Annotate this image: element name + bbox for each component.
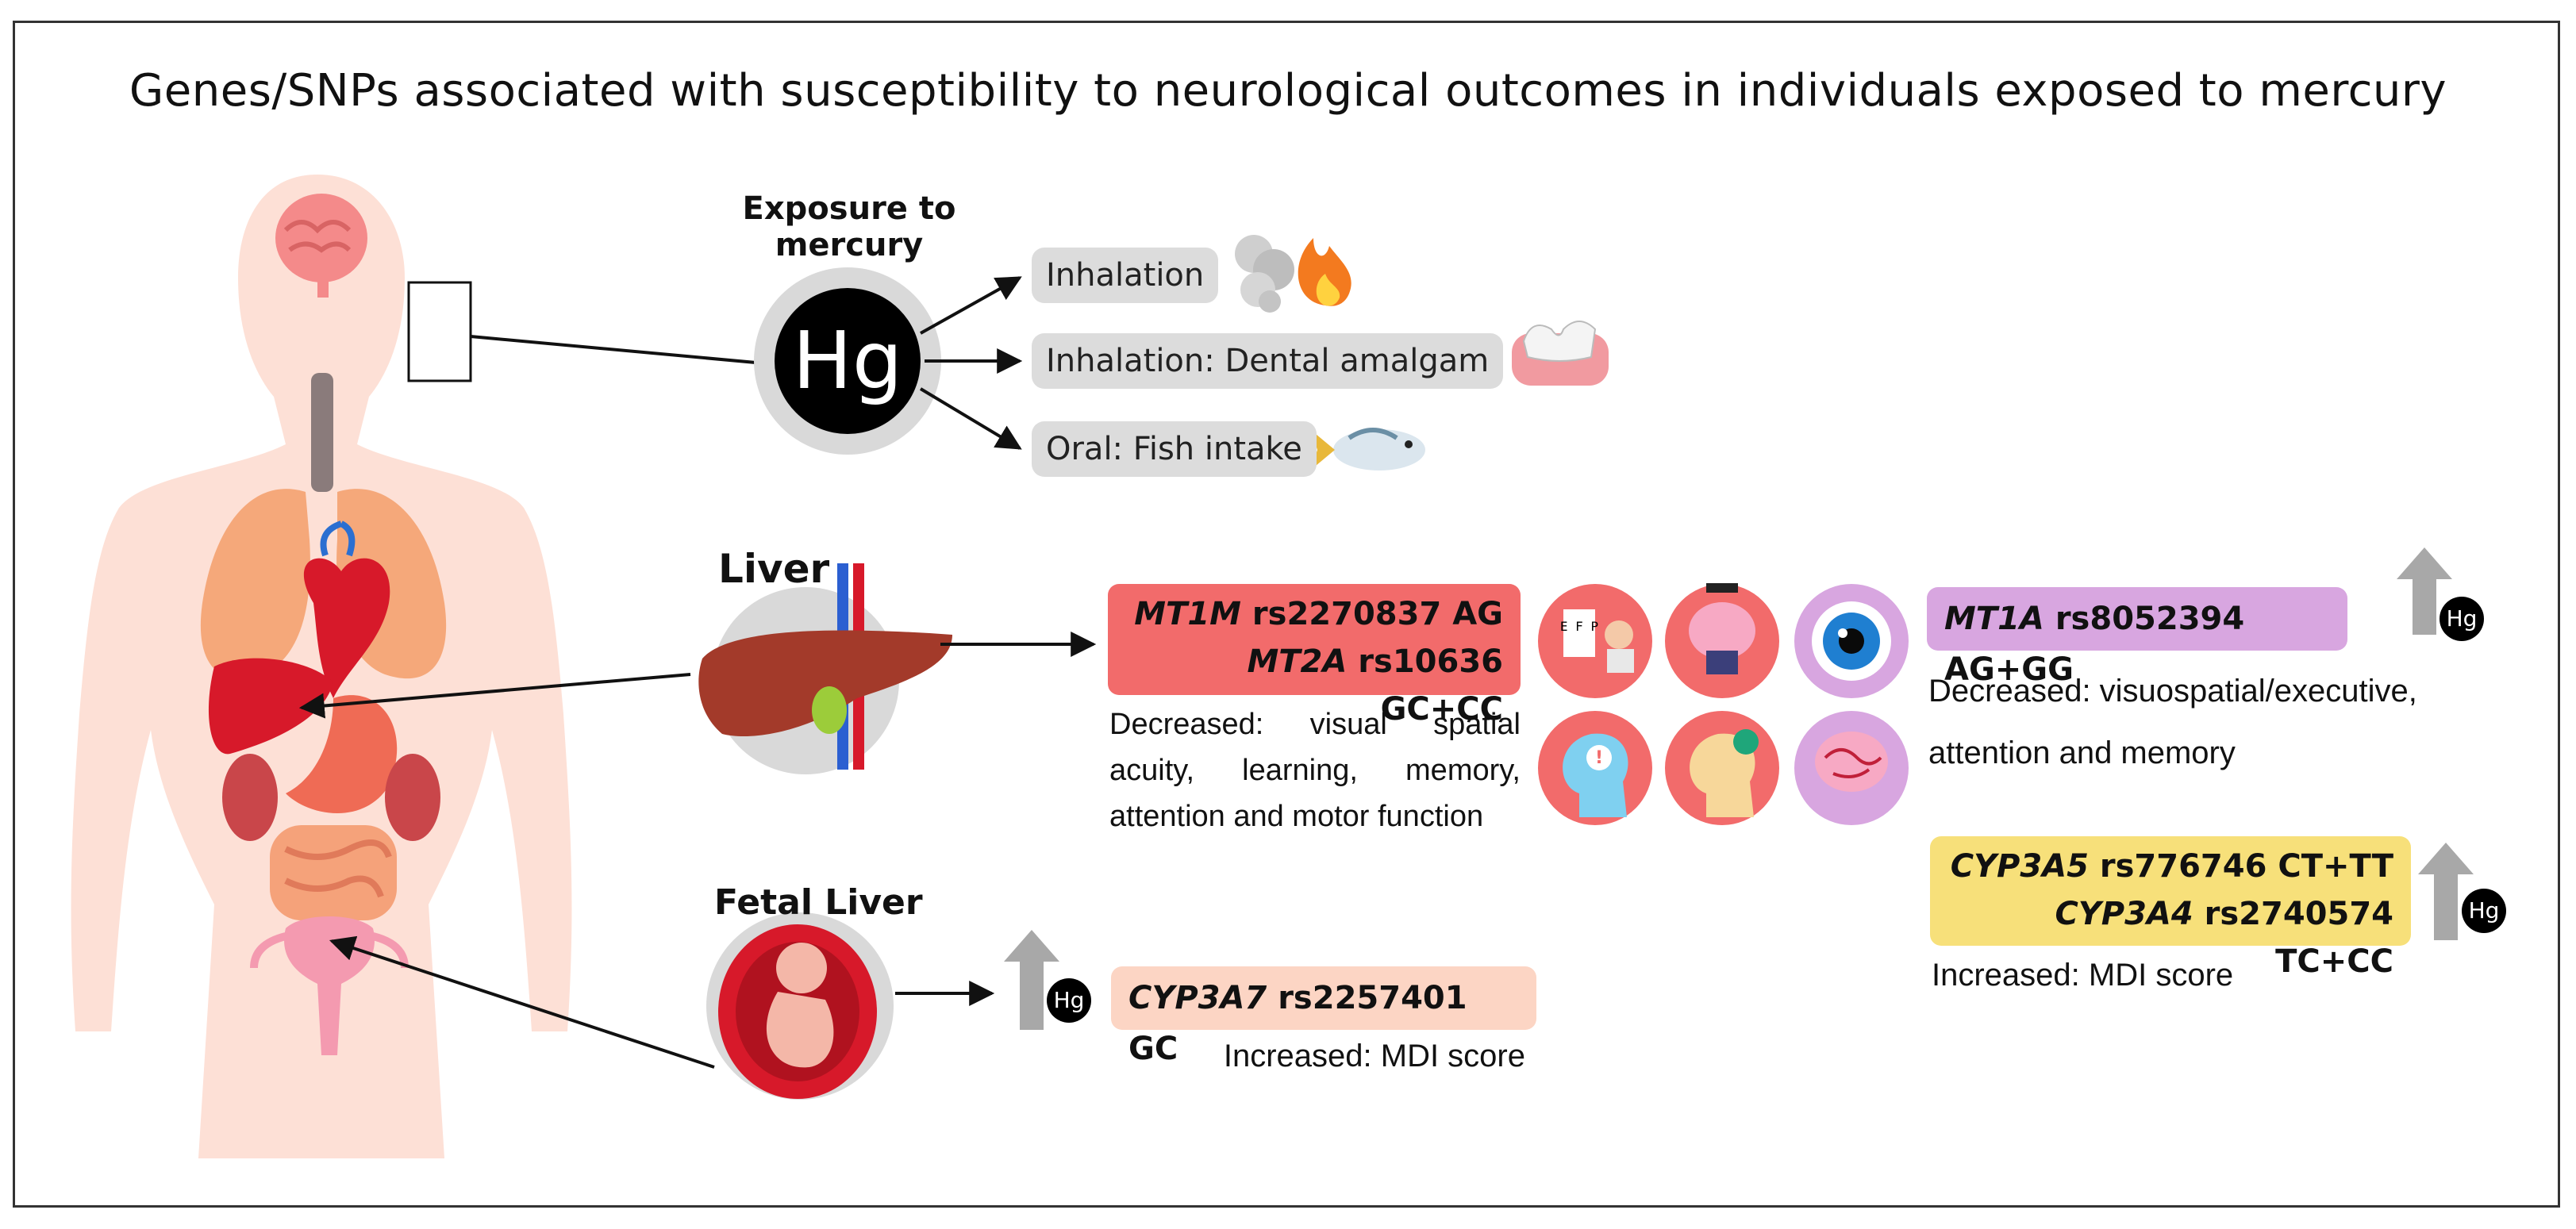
- smoke-icon: [1235, 235, 1294, 313]
- body-liver-icon: [208, 658, 333, 755]
- arrow-to-inhalation: [920, 276, 1022, 335]
- exposure-heading: Exposure to mercury: [742, 190, 956, 263]
- heart-icon: [303, 520, 390, 698]
- snp-mt2a: rs10636 GC+CC: [1358, 643, 1503, 728]
- route-dental-amalgam: Inhalation: Dental amalgam: [1032, 333, 1504, 389]
- svg-text:!: !: [1595, 748, 1603, 768]
- gene-cyp3a7: CYP3A7: [1128, 980, 1267, 1016]
- eye-icon: [1794, 584, 1909, 698]
- connector-line: [470, 335, 782, 367]
- gene-mt2a: MT2A: [1247, 643, 1348, 680]
- snp-mt1a: rs8052394 AG+GG: [1944, 601, 2245, 688]
- eye-exam-icon: E F P: [1538, 584, 1652, 698]
- snp-cyp3a7: rs2257401 GC: [1128, 980, 1467, 1067]
- up-arrow-mt1a: [2397, 547, 2484, 641]
- outcome-cyp3a5-cyp3a4: Increased: MDI score: [1932, 958, 2234, 993]
- liver-label: Liver: [718, 546, 830, 592]
- stomach-icon: [286, 695, 398, 813]
- route-fish-intake: Oral: Fish intake: [1032, 421, 1317, 477]
- gene-box-cyp3a7: CYP3A7 rs2257401 GC: [1111, 966, 1536, 1067]
- kidney-left-icon: [222, 754, 278, 841]
- trachea-icon: [311, 373, 333, 492]
- intestines-icon: [270, 825, 397, 920]
- fetal-liver-label: Fetal Liver: [714, 882, 923, 923]
- outcome-cyp3a7: Increased: MDI score: [1223, 1039, 1525, 1073]
- gene-cyp3a4: CYP3A4: [2055, 896, 2193, 932]
- figure-frame: [13, 21, 2560, 1208]
- up-arrow-cyp3a7: [1004, 930, 1091, 1030]
- route-inhalation: Inhalation: [1032, 248, 1219, 303]
- teeth-icon: [1512, 321, 1609, 386]
- svg-text:E F P: E F P: [1560, 619, 1598, 634]
- arrow-fetal-to-uterus: [329, 935, 715, 1069]
- hg-badge-mt1a: Hg: [2446, 605, 2478, 632]
- gene-mt1a: MT1A: [1944, 601, 2044, 637]
- figure-title: Genes/SNPs associated with susceptibilit…: [129, 65, 2447, 117]
- gene-box-mt1a: MT1A rs8052394 AG+GG: [1927, 587, 2347, 688]
- hg-circle: [754, 267, 941, 455]
- gene-cyp3a5: CYP3A5: [1950, 848, 2089, 885]
- head-alert-icon: !: [1538, 711, 1652, 825]
- hg-badge-cyp3a5: Hg: [2468, 897, 2500, 924]
- fire-icon: [1298, 238, 1351, 306]
- liver-organ-circle: [698, 563, 952, 774]
- fetal-liver-circle: [706, 912, 894, 1100]
- outcome-mt-liver: Decreased: visual spatial acuity, learni…: [1109, 708, 1521, 833]
- focus-box: [407, 281, 472, 382]
- brain-reading-icon: [1665, 583, 1779, 698]
- head-puzzle-icon: [1665, 711, 1779, 825]
- gene-box-cyp3a5-cyp3a4: CYP3A5 rs776746 CT+TT CYP3A4 rs2740574 T…: [1930, 836, 2411, 980]
- arrow-to-fish: [919, 387, 1022, 450]
- hg-badge-cyp3a7: Hg: [1053, 987, 1085, 1013]
- hg-symbol: Hg: [792, 314, 903, 407]
- outcome-mt1a: Decreased: visuospatial/executive, atten…: [1928, 674, 2417, 770]
- snp-cyp3a4: rs2740574 TC+CC: [2204, 896, 2393, 980]
- kidney-right-icon: [385, 754, 440, 841]
- snp-mt1m: rs2270837 AG: [1251, 596, 1503, 632]
- brain-icon: [275, 194, 367, 298]
- fish-icon: [1311, 428, 1425, 470]
- human-body-figure: [71, 175, 572, 1158]
- snp-cyp3a5: rs776746 CT+TT: [2099, 848, 2393, 885]
- brain-vessels-icon: [1794, 711, 1909, 825]
- gene-box-mt1m-mt2a: MT1M rs2270837 AG MT2A rs10636 GC+CC: [1108, 584, 1521, 728]
- arrow-liver-to-body: [298, 673, 691, 719]
- up-arrow-cyp3a5: [2418, 843, 2506, 940]
- gene-mt1m: MT1M: [1134, 596, 1241, 632]
